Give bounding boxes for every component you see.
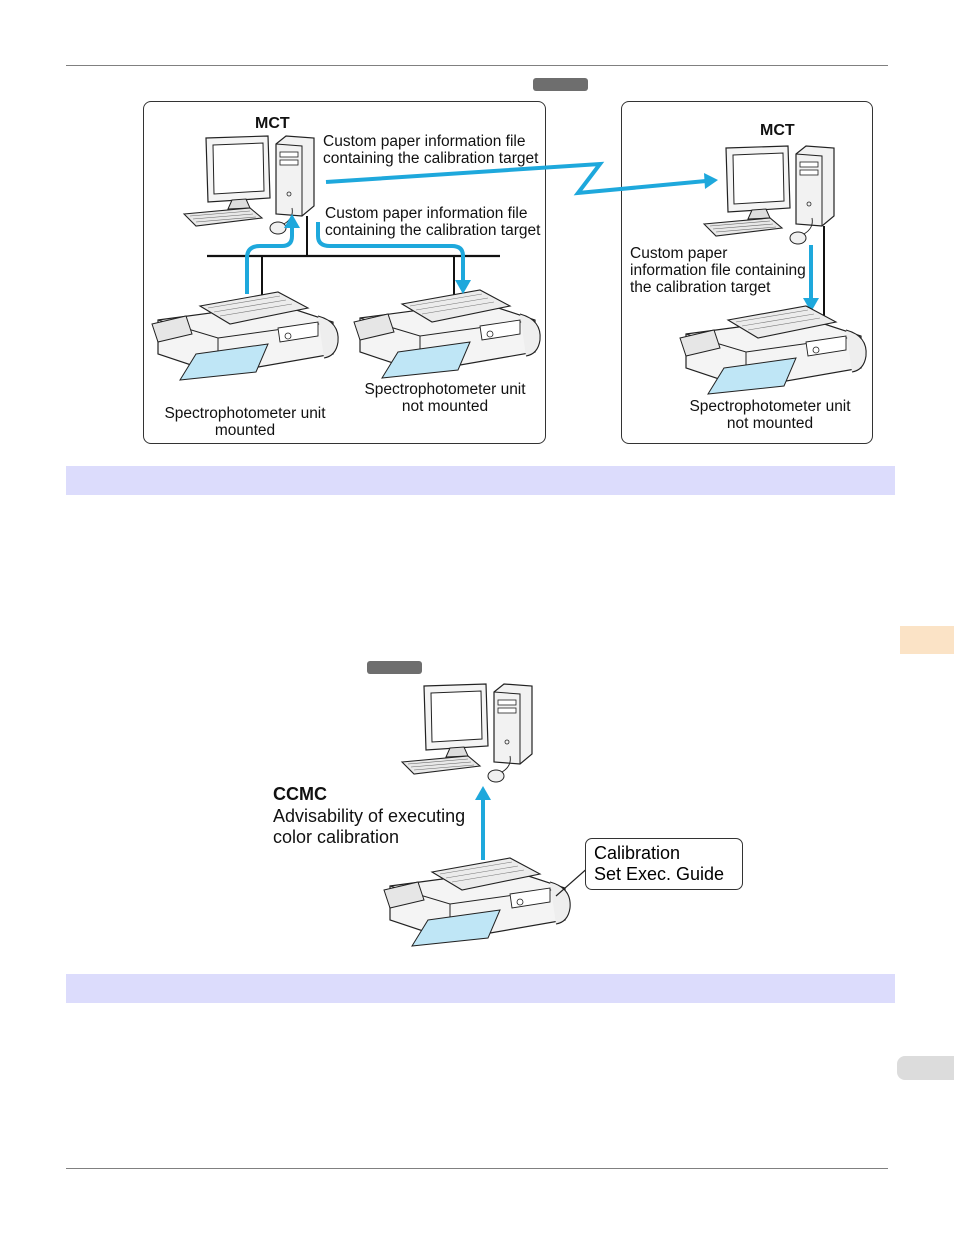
footer-rule	[66, 1168, 888, 1169]
right-printer-caption-2: not mounted	[726, 415, 814, 432]
printer-left-caption-2: mounted	[214, 422, 276, 439]
printer-right-caption-1: Spectrophotometer unit	[364, 381, 526, 398]
ccmc-text-line2: color calibration	[273, 827, 400, 847]
right-note-line3: the calibration target	[630, 279, 771, 296]
ccmc-text-line1: Advisability of executing	[273, 806, 466, 826]
printer-left-caption-1: Spectrophotometer unit	[164, 405, 326, 422]
callout-line1: Calibration	[594, 843, 681, 863]
printer-right-caption-2: not mounted	[401, 398, 489, 415]
section-heading-band-2	[66, 974, 895, 1003]
note-top-line1: Custom paper information file	[323, 133, 526, 150]
note-top-line2: containing the calibration target	[323, 150, 539, 167]
side-tab-index[interactable]	[897, 1056, 954, 1080]
mct-label-left: MCT	[255, 115, 290, 132]
calibration-callout: Calibration Set Exec. Guide	[585, 838, 743, 890]
note-mid-line1: Custom paper information file	[325, 205, 528, 222]
ccmc-title: CCMC	[273, 784, 327, 804]
side-tab-chapter[interactable]	[900, 626, 954, 654]
right-note-line2: information file containing	[630, 262, 806, 279]
model-badge-1	[533, 78, 588, 91]
model-badge-2	[367, 661, 422, 674]
diagram1-graphics	[151, 135, 867, 395]
mct-label-right: MCT	[760, 122, 795, 139]
right-printer-caption-1: Spectrophotometer unit	[689, 398, 851, 415]
printer-icon	[383, 857, 571, 947]
computer-icon	[401, 683, 533, 783]
diagram2-graphics	[383, 683, 591, 947]
header-rule	[66, 65, 888, 66]
section-heading-band-1	[66, 466, 895, 495]
callout-line2: Set Exec. Guide	[594, 864, 725, 884]
note-mid-line2: containing the calibration target	[325, 222, 541, 239]
right-note-line1: Custom paper	[630, 245, 728, 262]
